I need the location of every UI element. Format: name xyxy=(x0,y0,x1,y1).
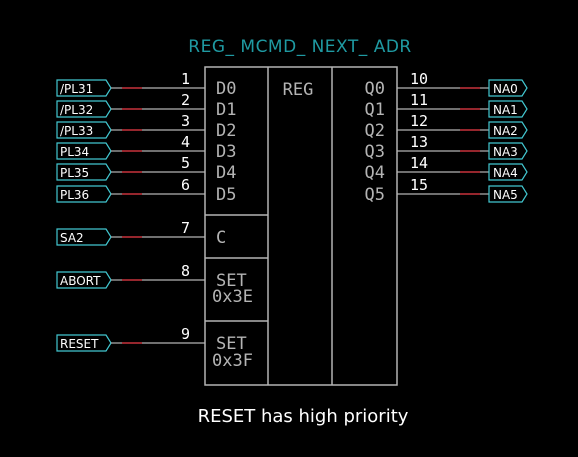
net-label: SA2 xyxy=(60,231,84,245)
pin-name: Q5 xyxy=(365,185,385,205)
net-tag-abort xyxy=(56,271,112,289)
net-label: NA2 xyxy=(493,124,518,138)
pin-name: D3 xyxy=(216,142,236,162)
net-label: NA4 xyxy=(493,166,518,180)
pin-number: 13 xyxy=(410,133,428,151)
pin-name: D1 xyxy=(216,100,236,120)
pin-name: Q4 xyxy=(365,163,385,183)
net-tag-na0 xyxy=(488,79,528,97)
pin-number: 3 xyxy=(181,112,190,130)
net-label: RESET xyxy=(60,337,99,351)
pin-number: 6 xyxy=(181,176,190,194)
pin-subvalue: 0x3E xyxy=(212,287,253,307)
net-label: PL35 xyxy=(60,166,89,180)
net-tag-reset xyxy=(56,334,112,352)
pin-name: Q2 xyxy=(365,121,385,141)
pin-number: 9 xyxy=(181,325,190,343)
net-tag-pl34 xyxy=(56,142,112,160)
net-tag-na3 xyxy=(488,142,528,160)
pin-number: 15 xyxy=(410,176,428,194)
pin-name: Q3 xyxy=(365,142,385,162)
net-tag-pl31 xyxy=(56,79,112,97)
pin-number: 12 xyxy=(410,112,428,130)
pin-name: D4 xyxy=(216,163,236,183)
pin-name: SET xyxy=(216,334,247,354)
pin-subvalue: 0x3F xyxy=(212,351,253,371)
net-tag-sa2 xyxy=(56,228,112,246)
pin-name: Q1 xyxy=(365,100,385,120)
pin-number: 7 xyxy=(181,219,190,237)
net-tag-pl35 xyxy=(56,163,112,181)
component-title: REG_ MCMD_ NEXT_ ADR xyxy=(188,37,411,57)
net-label: PL36 xyxy=(60,188,89,202)
pin-number: 4 xyxy=(181,133,190,151)
pin-number: 1 xyxy=(181,70,190,88)
pin-number: 10 xyxy=(410,70,428,88)
block-label: REG xyxy=(283,80,314,100)
pin-number: 2 xyxy=(181,91,190,109)
register-symbol: REG xyxy=(204,66,398,386)
net-label: /PL32 xyxy=(60,103,93,117)
pin-number: 14 xyxy=(410,154,428,172)
pin-name: Q0 xyxy=(365,79,385,99)
pin-number: 8 xyxy=(181,262,190,280)
net-label: /PL33 xyxy=(60,124,93,138)
pin-name: SET xyxy=(216,271,247,291)
pin-name: C xyxy=(216,228,226,248)
net-label: NA1 xyxy=(493,103,518,117)
net-label: NA5 xyxy=(493,188,518,202)
net-label: /PL31 xyxy=(60,82,93,96)
net-tag-na4 xyxy=(488,163,528,181)
net-label: ABORT xyxy=(60,274,101,288)
net-tag-pl36 xyxy=(56,185,112,203)
pin-number: 11 xyxy=(410,91,428,109)
pin-name: D5 xyxy=(216,185,236,205)
net-tag-na1 xyxy=(488,100,528,118)
net-label: PL34 xyxy=(60,145,89,159)
pin-name: D2 xyxy=(216,121,236,141)
net-label: NA3 xyxy=(493,145,518,159)
priority-note: RESET has high priority xyxy=(198,406,409,427)
net-tag-na2 xyxy=(488,121,528,139)
net-tag-na5 xyxy=(488,185,528,203)
pin-number: 5 xyxy=(181,154,190,172)
net-tag-pl32 xyxy=(56,100,112,118)
pin-name: D0 xyxy=(216,79,236,99)
symbol-outline xyxy=(204,66,398,386)
net-label: NA0 xyxy=(493,82,518,96)
net-tag-pl33 xyxy=(56,121,112,139)
